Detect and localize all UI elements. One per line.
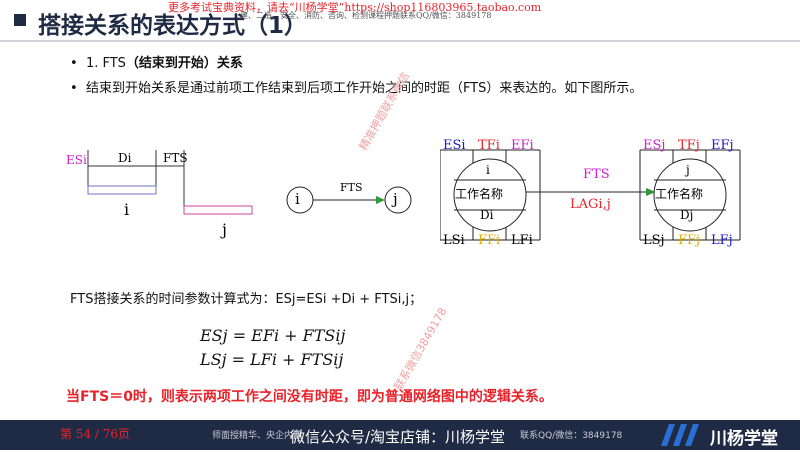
right-ff: FFj (678, 233, 701, 248)
brand-name: 川杨学堂 (710, 429, 778, 449)
brand-logo-svg (661, 424, 699, 446)
bullet-dot: • (70, 81, 86, 96)
right-ef: EFj (711, 138, 734, 153)
bar-i-label: i (124, 200, 130, 219)
bar-diagram-svg (87, 150, 253, 215)
bullet-1-bold: （结束到开始）关系 (125, 56, 243, 71)
right-es: ESj (643, 138, 666, 153)
bullet-1-prefix: 1. FTS (85, 56, 126, 71)
left-ef: EFi (511, 138, 534, 153)
watermark-diag-2: 联系微信3849178 (391, 305, 450, 393)
left-es: ESi (443, 138, 466, 153)
fts-label: FTS (163, 151, 188, 165)
es-i-label: ESi (66, 153, 87, 167)
node-j-label: j (393, 190, 398, 208)
activity-diagram (439, 140, 760, 250)
right-tf: TFj (678, 138, 700, 153)
footer-main-text: 微信公众号/淘宝店铺：川杨学堂 (290, 428, 506, 446)
d-i-label: Di (118, 151, 132, 165)
formula-line-1: ESj = EFi + FTSij (200, 326, 346, 345)
node-arrow-label: FTS (340, 181, 363, 194)
left-name: 工作名称 (455, 187, 504, 201)
node-diagram (280, 175, 420, 225)
brand-logo-icon (655, 422, 703, 448)
top-watermark-small: 建、二造、安全、消防、咨询、检测课程押题联系QQ/微信：3849178 (240, 11, 492, 20)
title-divider (0, 40, 800, 42)
bar-j-label: j (222, 220, 227, 239)
activity-arrow-bottom: LAGi,j (570, 197, 611, 212)
left-d: Di (480, 208, 494, 222)
page-title: 搭接关系的表达方式（1） (38, 13, 308, 39)
left-lf: LFi (511, 233, 533, 248)
bullet-dot: • (70, 56, 86, 71)
left-ff: FFi (478, 233, 501, 248)
formula-line-2: LSj = LFi + FTSij (200, 350, 344, 369)
bullet-2: • 结束到开始关系是通过前项工作结束到后项工作开始之间的时距（FTS）来表达的。… (70, 77, 642, 96)
conclusion-text: 当FTS＝0时，则表示两项工作之间没有时距，即为普通网络图中的逻辑关系。 (66, 389, 553, 405)
bullet-2-text: 结束到开始关系是通过前项工作结束到后项工作开始之间的时距（FTS）来表达的。如下… (85, 81, 643, 96)
footer-small-left: 师面授精华、央企内部 (212, 431, 303, 441)
bar-diagram (60, 140, 260, 250)
right-lf: LFj (711, 233, 733, 248)
bullet-1: • 1. FTS（结束到开始）关系 (70, 52, 243, 71)
right-ls: LSj (643, 233, 665, 248)
title-marker (14, 14, 26, 26)
activity-arrow-top: FTS (583, 167, 610, 182)
footer-small-right: 联系QQ/微信：3849178 (520, 431, 623, 441)
formula-title: FTS搭接关系的时间参数计算式为：ESj=ESi +Di + FTSi,j； (70, 292, 423, 307)
node-i-label: i (295, 190, 300, 208)
right-d: Dj (680, 208, 694, 222)
left-ls: LSi (443, 233, 465, 248)
right-name: 工作名称 (655, 187, 704, 201)
top-watermark: 更多考试宝典资料，请去“川杨学堂”https://shop116803965.t… (168, 1, 542, 14)
right-id: j (686, 163, 690, 177)
left-id: i (486, 163, 490, 177)
activity-diagram-svg (439, 149, 741, 241)
node-diagram-svg (286, 186, 412, 214)
left-tf: TFi (478, 138, 500, 153)
page-number: 第 54 / 76页 (60, 427, 131, 441)
